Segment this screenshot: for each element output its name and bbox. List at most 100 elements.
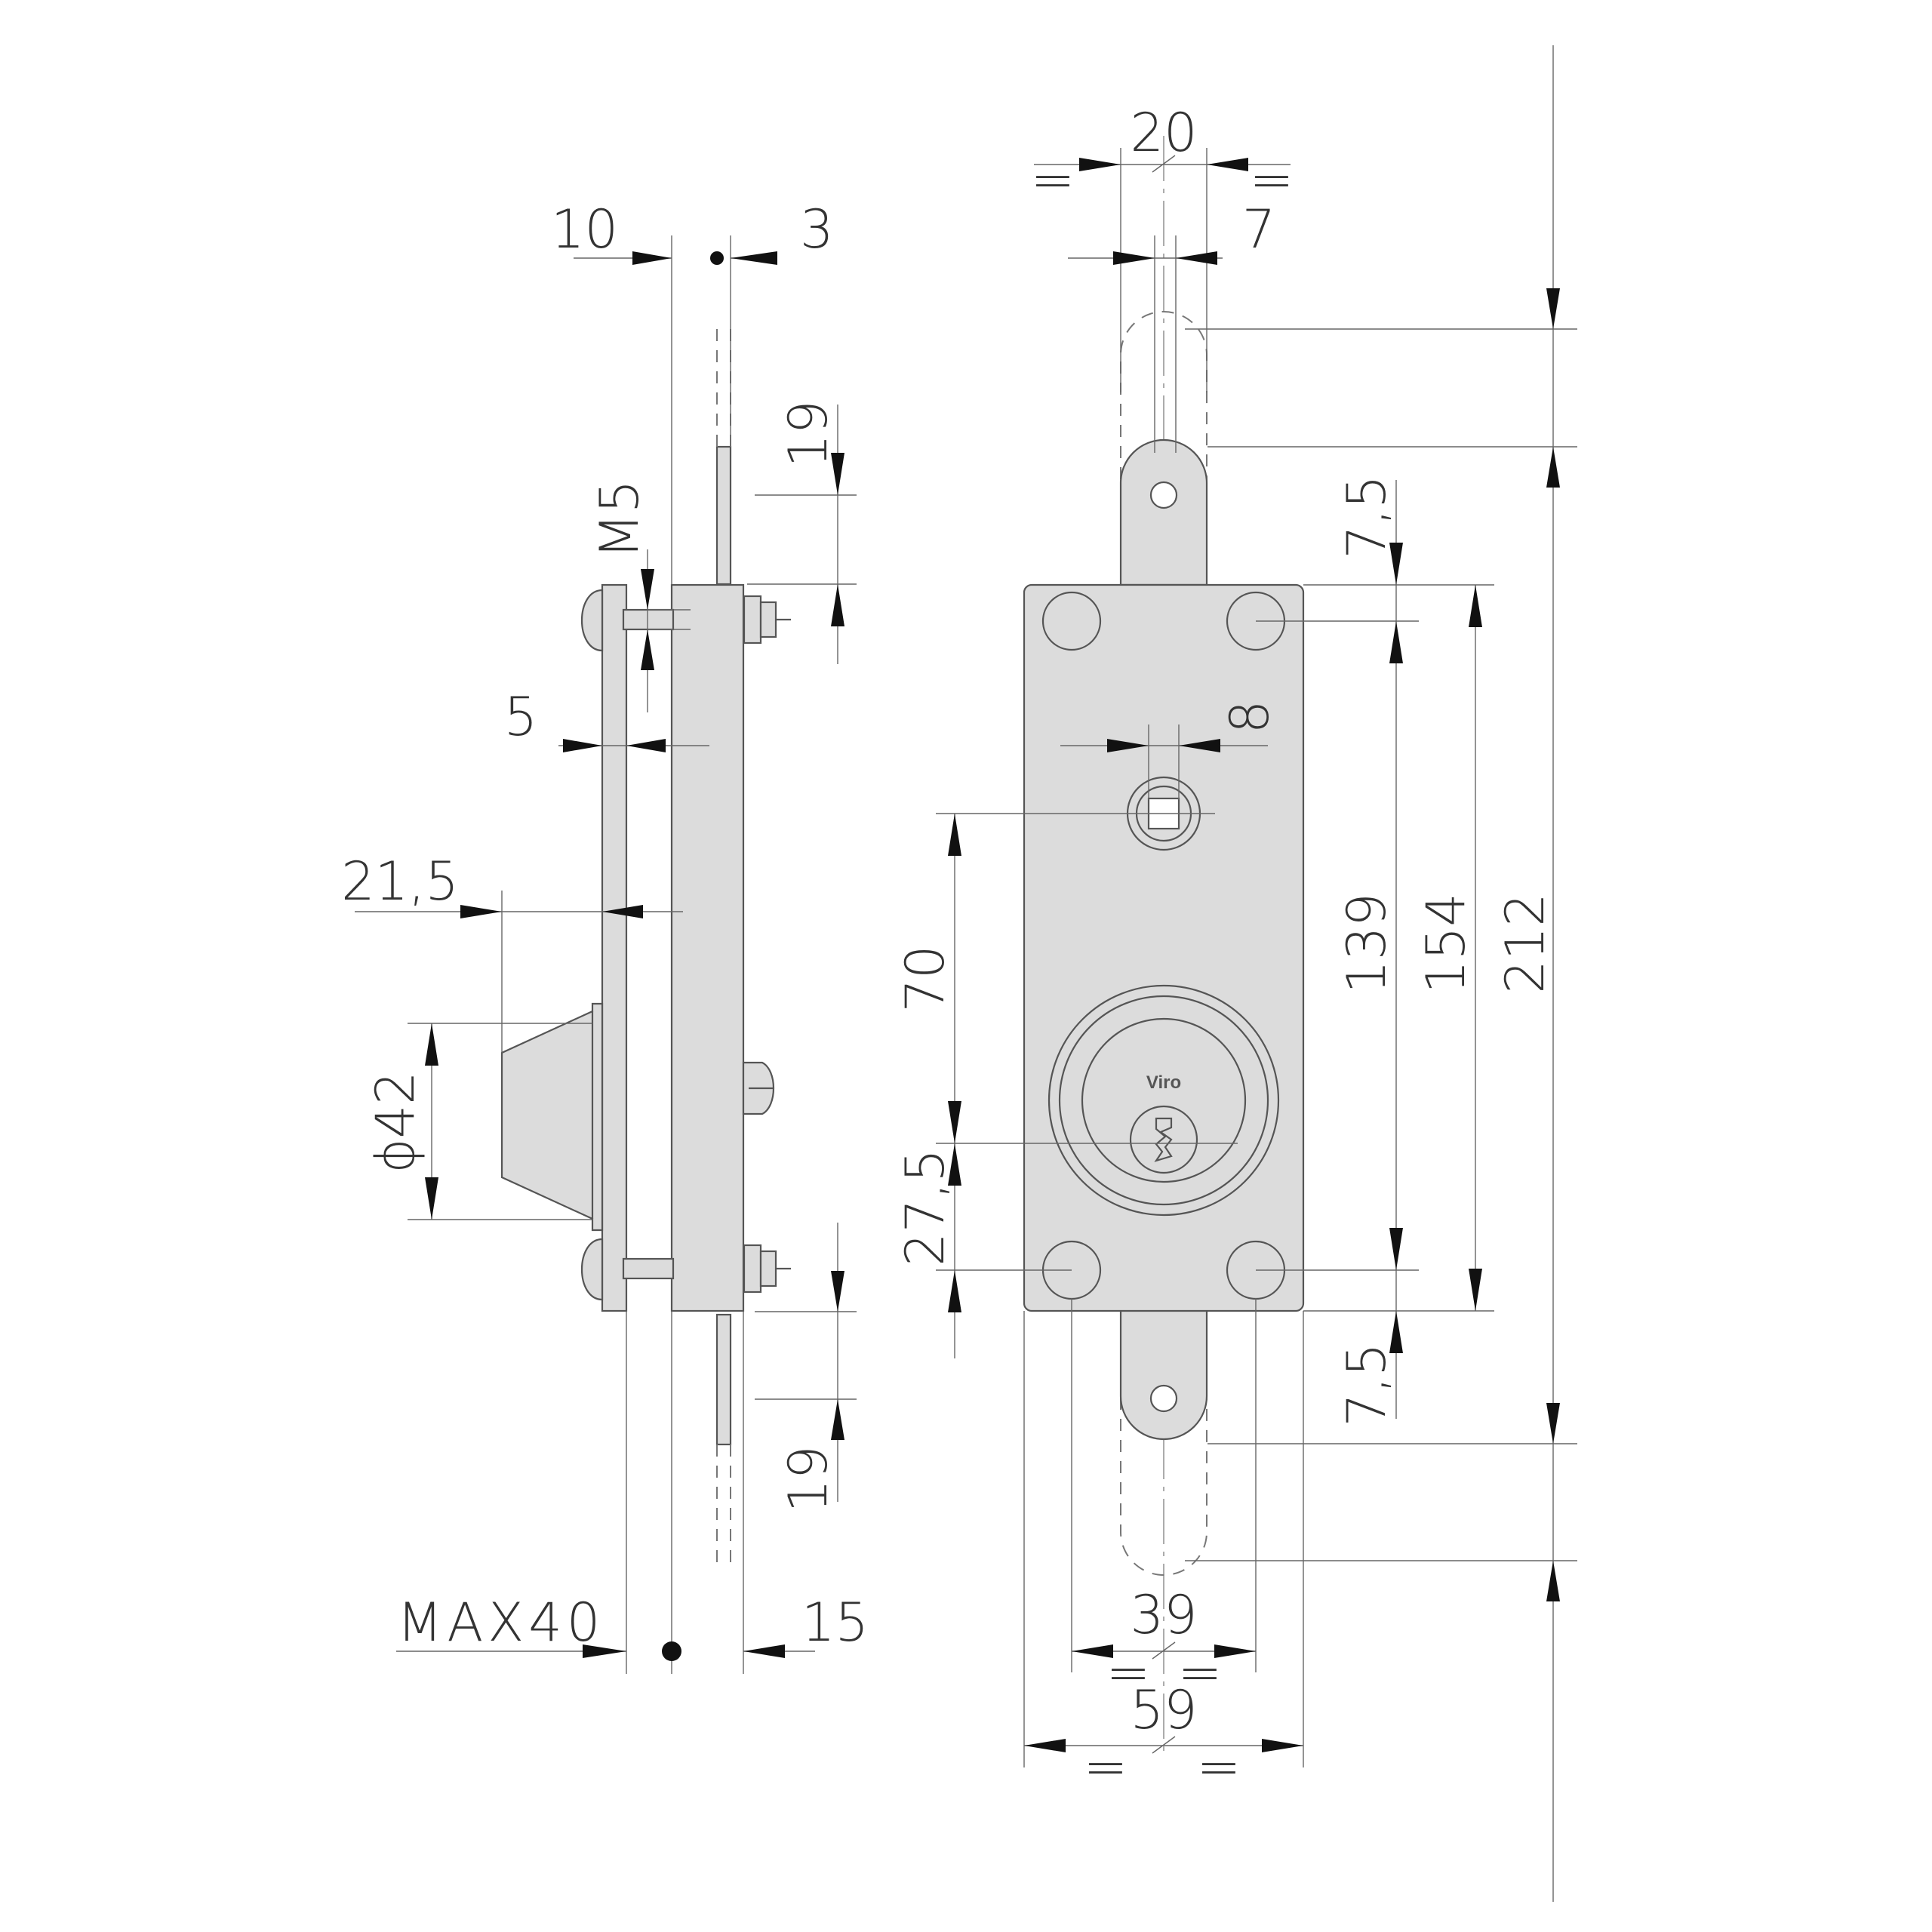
side-cylinder-rosette — [500, 1002, 604, 1232]
arrow-5-a — [563, 739, 602, 752]
arrow-70-a — [948, 814, 961, 856]
arrow-212-d — [1546, 1561, 1560, 1601]
top-bolt-travel-outline — [1120, 311, 1208, 585]
arrow-7-5-top-a — [1389, 543, 1403, 585]
front-view: Viro 20 = = 7 212 154 — [894, 45, 1577, 1902]
arrow-dia-42-b — [425, 1177, 438, 1220]
keyhole-icon — [1154, 1117, 1173, 1162]
arrow-27-5-b — [948, 1270, 961, 1312]
dim-label-20: 20 — [1130, 102, 1197, 164]
bottom-bolt-travel-outline — [1120, 1313, 1208, 1576]
arrow-212-b — [1546, 447, 1560, 488]
arrow-19-top-b — [831, 584, 844, 626]
side-view: 10 3 19 M5 5 21,5 ϕ42 — [341, 198, 869, 1674]
arrow-20-a — [1079, 158, 1121, 171]
arrow-10 — [632, 251, 672, 265]
dim-label-19-top: 19 — [777, 400, 839, 467]
arrow-7-a — [1113, 251, 1155, 265]
side-bottom-bolt-head — [581, 1238, 604, 1301]
arrow-154-b — [1469, 1269, 1482, 1311]
rosette-inner — [1081, 1017, 1247, 1183]
side-bottom-nut-2 — [759, 1250, 777, 1287]
arrow-39-a — [1072, 1644, 1113, 1658]
rosette-outer — [1048, 984, 1280, 1217]
side-front-plate — [601, 583, 628, 1312]
arrow-59-a — [1024, 1739, 1066, 1752]
arrow-3 — [731, 251, 777, 265]
dim-label-27-5: 27,5 — [894, 1149, 956, 1266]
arrow-21-5-b — [602, 905, 643, 918]
equal-mark-59-right: = — [1197, 1736, 1241, 1798]
dim-label-3: 3 — [800, 198, 834, 260]
arrow-21-5-a — [460, 905, 502, 918]
brand-label: Viro — [1146, 1072, 1181, 1093]
dim-label-154: 154 — [1415, 893, 1477, 994]
dim-label-19-bottom: 19 — [777, 1445, 839, 1512]
dim-label-7-5-top: 7,5 — [1336, 475, 1398, 558]
arrow-212-a — [1546, 288, 1560, 329]
top-bolt-hole — [1149, 481, 1178, 509]
tick-39 — [1152, 1641, 1176, 1660]
dim-label-max40: MAX40 — [397, 1592, 605, 1654]
dim-label-10: 10 — [551, 198, 618, 260]
arrow-27-5-a — [948, 1143, 961, 1186]
dim-label-7-5-bottom: 7,5 — [1336, 1343, 1398, 1426]
arrow-19-bottom-b — [831, 1399, 844, 1440]
bottom-bolt-tab — [1119, 1304, 1208, 1441]
dim-label-8: 8 — [1219, 700, 1281, 734]
dim-label-5: 5 — [504, 686, 538, 748]
arrow-7-5-bottom-a — [1389, 1311, 1403, 1353]
dim-label-21-5: 21,5 — [341, 851, 459, 912]
top-bolt-tab — [1119, 438, 1208, 586]
arrow-19-bottom-a — [831, 1271, 844, 1312]
key-cylinder — [1129, 1105, 1198, 1174]
screw-top-left — [1041, 591, 1102, 651]
side-bottom-nut — [743, 1244, 762, 1294]
arrow-m5-b — [641, 629, 654, 670]
side-top-bolt-shank — [622, 608, 675, 631]
equal-mark-20-right: = — [1250, 149, 1294, 211]
dim-label-15: 15 — [801, 1592, 869, 1654]
equal-mark-39-left: = — [1106, 1641, 1151, 1703]
tick-20 — [1152, 155, 1176, 173]
dim-label-dia-42: ϕ42 — [365, 1071, 426, 1173]
equal-mark-39-right: = — [1178, 1641, 1223, 1703]
side-top-bolt-head — [581, 589, 604, 652]
arrow-139-b — [1389, 1228, 1403, 1270]
arrow-8-b — [1179, 739, 1220, 752]
rosette-ring — [1058, 995, 1269, 1206]
dim-label-212: 212 — [1494, 893, 1556, 994]
equal-mark-59-left: = — [1084, 1736, 1128, 1798]
dim-label-59: 59 — [1130, 1679, 1197, 1741]
datum-point-bottom — [662, 1641, 681, 1661]
side-bottom-bolt-shank — [622, 1257, 675, 1280]
arrow-19-top-a — [831, 453, 844, 495]
side-top-nut-2 — [759, 601, 777, 638]
arrow-59-b — [1262, 1739, 1303, 1752]
equal-mark-20-left: = — [1031, 149, 1075, 211]
dim-label-70: 70 — [894, 945, 956, 1012]
side-lock-body — [670, 583, 745, 1312]
side-bottom-strike-plate — [715, 1313, 732, 1446]
arrow-70-b — [948, 1101, 961, 1143]
side-top-strike-plate — [715, 445, 732, 586]
arrow-20-b — [1207, 158, 1248, 171]
dim-label-7: 7 — [1242, 198, 1276, 260]
dim-label-139: 139 — [1336, 893, 1398, 994]
arrow-7-b — [1176, 251, 1217, 265]
front-lock-plate — [1023, 583, 1305, 1312]
datum-point-top — [710, 251, 724, 265]
arrow-15 — [743, 1644, 785, 1658]
arrow-139-a — [1389, 621, 1403, 663]
arrow-39-b — [1214, 1644, 1256, 1658]
bottom-bolt-hole — [1149, 1384, 1178, 1413]
side-top-nut — [743, 595, 762, 645]
arrow-5-b — [626, 739, 666, 752]
dim-label-39: 39 — [1130, 1584, 1197, 1646]
arrow-154-a — [1469, 585, 1482, 627]
arrow-max40 — [583, 1644, 626, 1658]
dim-label-m5: M5 — [589, 480, 651, 559]
tick-59 — [1152, 1736, 1176, 1754]
arrow-8-a — [1107, 739, 1149, 752]
